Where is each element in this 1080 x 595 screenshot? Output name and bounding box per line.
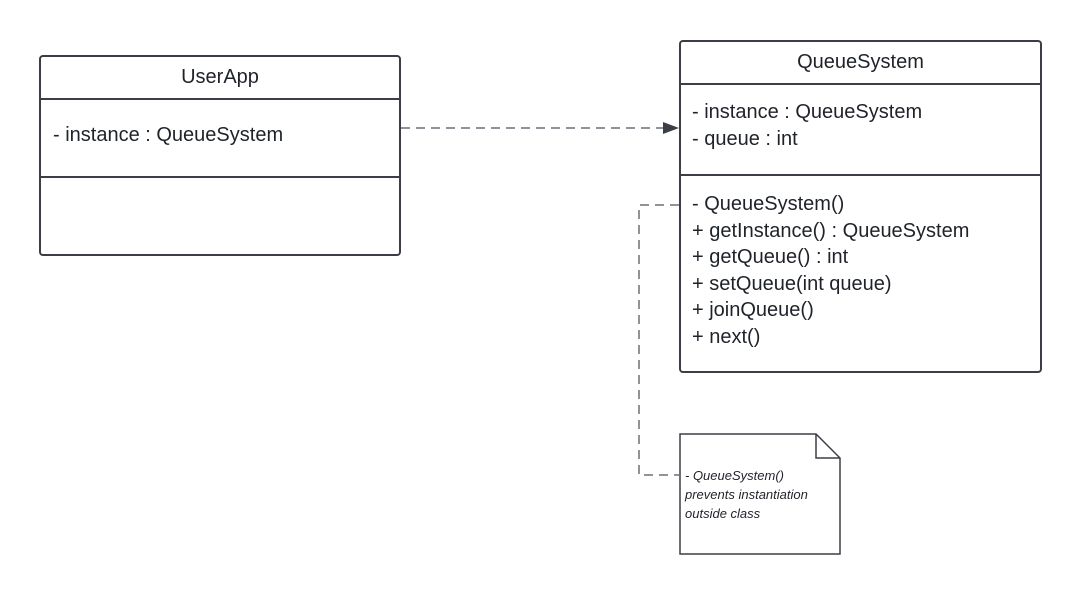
operation-setqueue: + setQueue(int queue)	[692, 272, 892, 295]
dependency-arrowhead	[663, 122, 679, 134]
note-anchor-line[interactable]	[638, 204, 679, 476]
attributes-section	[681, 85, 1040, 176]
operation-joinqueue: + joinQueue()	[692, 299, 814, 321]
attribute-instance: - instance : QueueSystem	[692, 101, 923, 123]
operations-section	[41, 178, 399, 254]
operation-constructor: - QueueSystem()	[692, 193, 845, 215]
attributes-section: - instance : QueueSystem	[41, 100, 399, 178]
class-userapp[interactable]: UserApp - instance : QueueSystem	[39, 55, 401, 256]
queuesystem-attributes: - instance : QueueSystem - queue : int	[692, 99, 922, 152]
class-queuesystem[interactable]: QueueSystem	[679, 40, 1042, 373]
class-name-section: UserApp	[41, 57, 399, 100]
class-name-section: QueueSystem	[681, 42, 1040, 85]
note-shape[interactable]	[679, 433, 841, 555]
note-text: - QueueSystem() prevents instantiation o…	[685, 466, 835, 523]
note-line: prevents instantiation	[685, 487, 808, 502]
attribute-queue: - queue : int	[692, 127, 798, 150]
note-line: - QueueSystem()	[685, 468, 784, 483]
operation-getqueue: + getQueue() : int	[692, 246, 849, 268]
class-name-queuesystem: QueueSystem	[797, 51, 924, 73]
operation-next: + next()	[692, 325, 761, 348]
queuesystem-operations: - QueueSystem() + getInstance() : QueueS…	[692, 191, 969, 350]
note-line: outside class	[685, 506, 761, 521]
attribute-instance: - instance : QueueSystem	[53, 124, 284, 146]
operation-getinstance: + getInstance() : QueueSystem	[692, 219, 970, 242]
class-name-userapp: UserApp	[181, 66, 259, 88]
